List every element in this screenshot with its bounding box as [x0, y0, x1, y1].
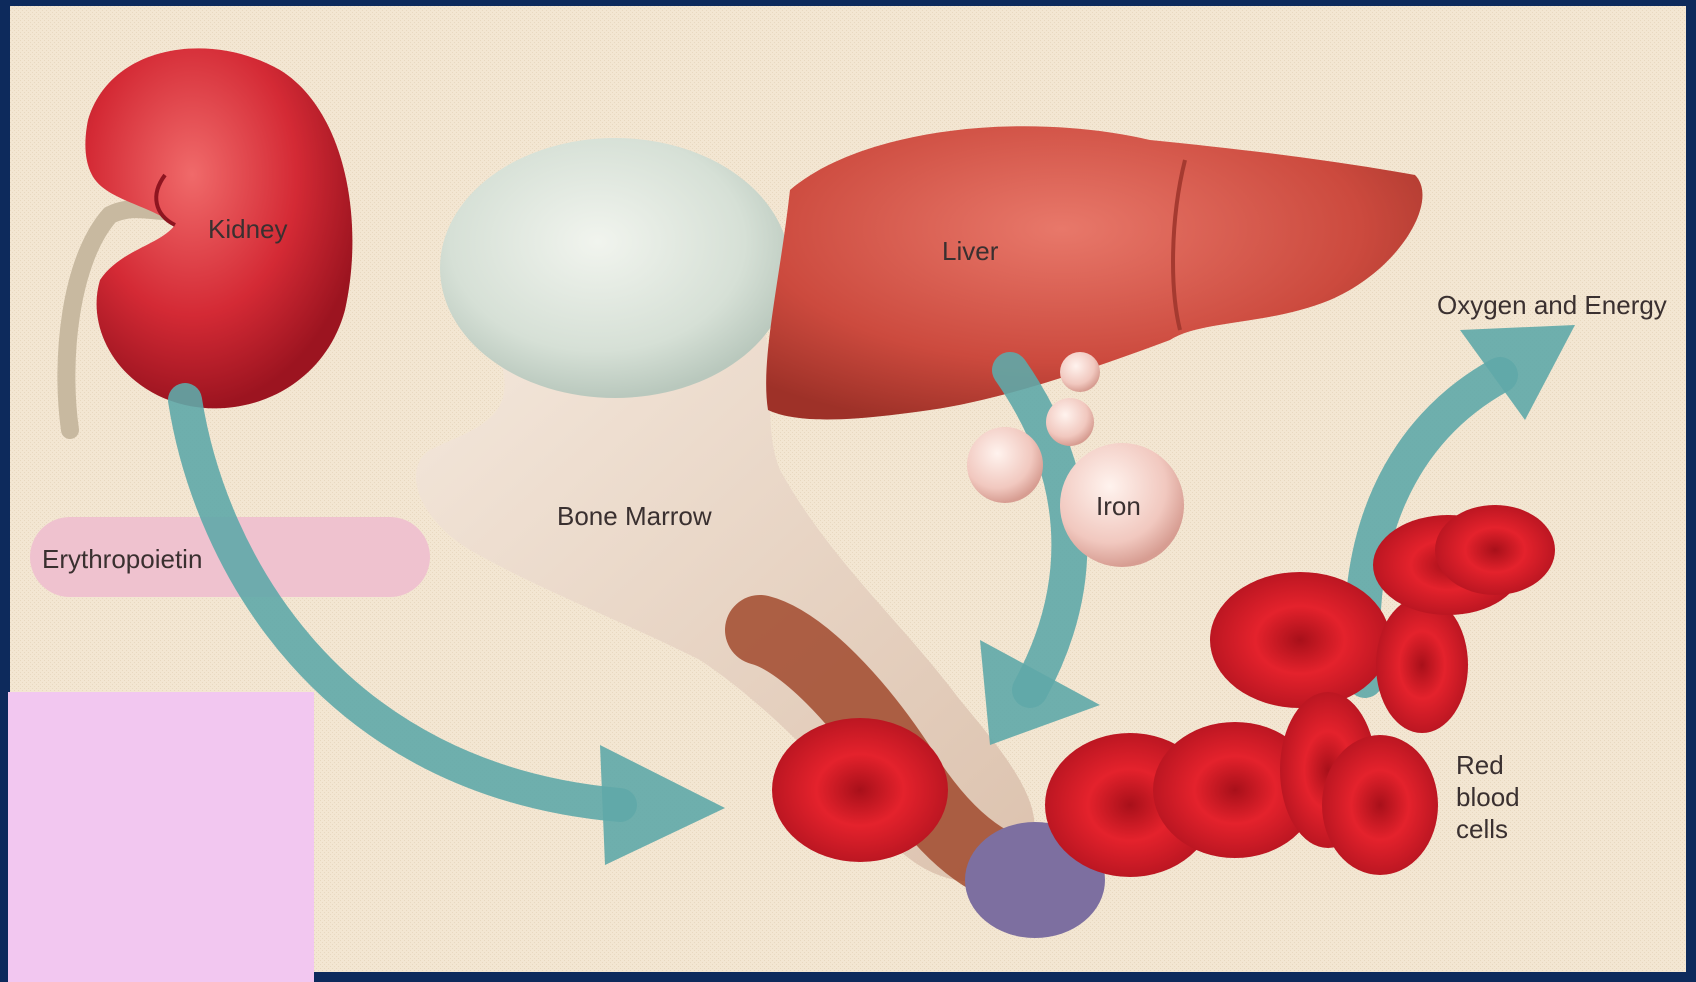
rbc-label-line3: cells: [1456, 814, 1508, 844]
rbc-label-line1: Red: [1456, 750, 1504, 780]
corner-block: [8, 692, 314, 982]
rbc-label-line2: blood: [1456, 782, 1520, 812]
iron-label: Iron: [1096, 491, 1141, 521]
bone-marrow-label: Bone Marrow: [557, 501, 712, 531]
erythropoietin-label: Erythropoietin: [42, 544, 202, 574]
kidney-label: Kidney: [208, 214, 288, 244]
liver-label: Liver: [942, 236, 999, 266]
oxygen-energy-label: Oxygen and Energy: [1437, 290, 1667, 320]
